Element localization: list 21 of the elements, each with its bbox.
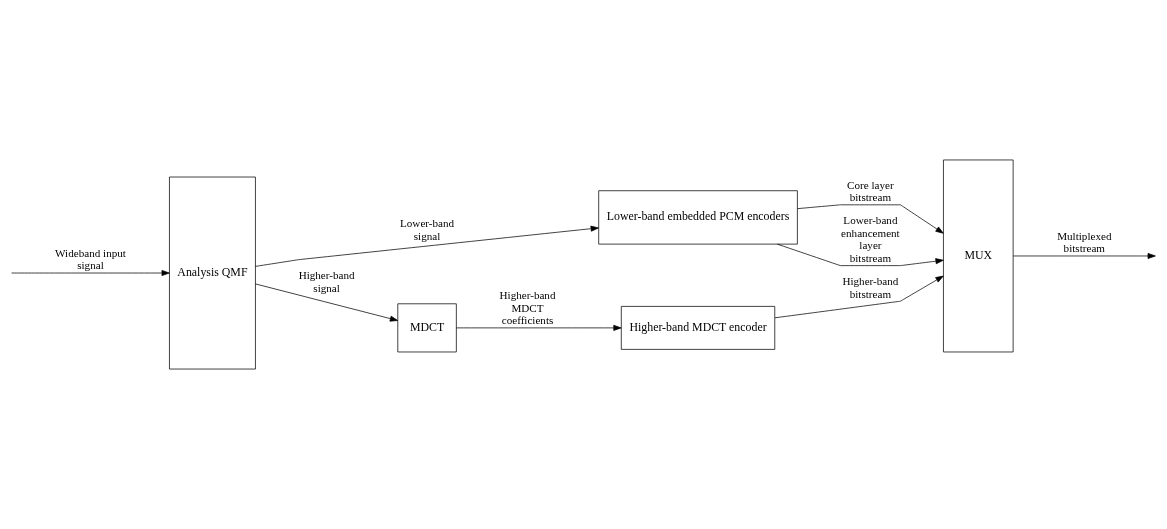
edge-label: Wideband input signal [55, 246, 126, 272]
arrow [255, 225, 599, 267]
node-box: Lower-band embedded PCM encoders [598, 190, 798, 245]
node-box: Higher-band MDCT encoder [620, 306, 776, 350]
node-box: Analysis QMF [169, 176, 256, 370]
edge-label: Lower-band enhancement layer bitstream [841, 214, 900, 264]
arrow [776, 243, 944, 266]
arrow [774, 275, 944, 319]
edge-label: Higher-band MDCT coefficients [499, 288, 556, 327]
edge-label: Multiplexed bitstream [1057, 229, 1112, 255]
arrow [456, 324, 622, 331]
node-box: MDCT [397, 303, 457, 353]
edge-label: Higher-band bitstream [842, 274, 899, 300]
edge-label: Core layer bitstream [847, 178, 894, 204]
edge-label: Higher-band signal [298, 268, 355, 294]
arrow [1012, 253, 1156, 259]
arrow [797, 204, 944, 234]
edge-label: Lower-band signal [400, 217, 455, 242]
node-box: MUX [943, 159, 1014, 353]
arrow [11, 270, 170, 276]
arrow [255, 283, 399, 322]
